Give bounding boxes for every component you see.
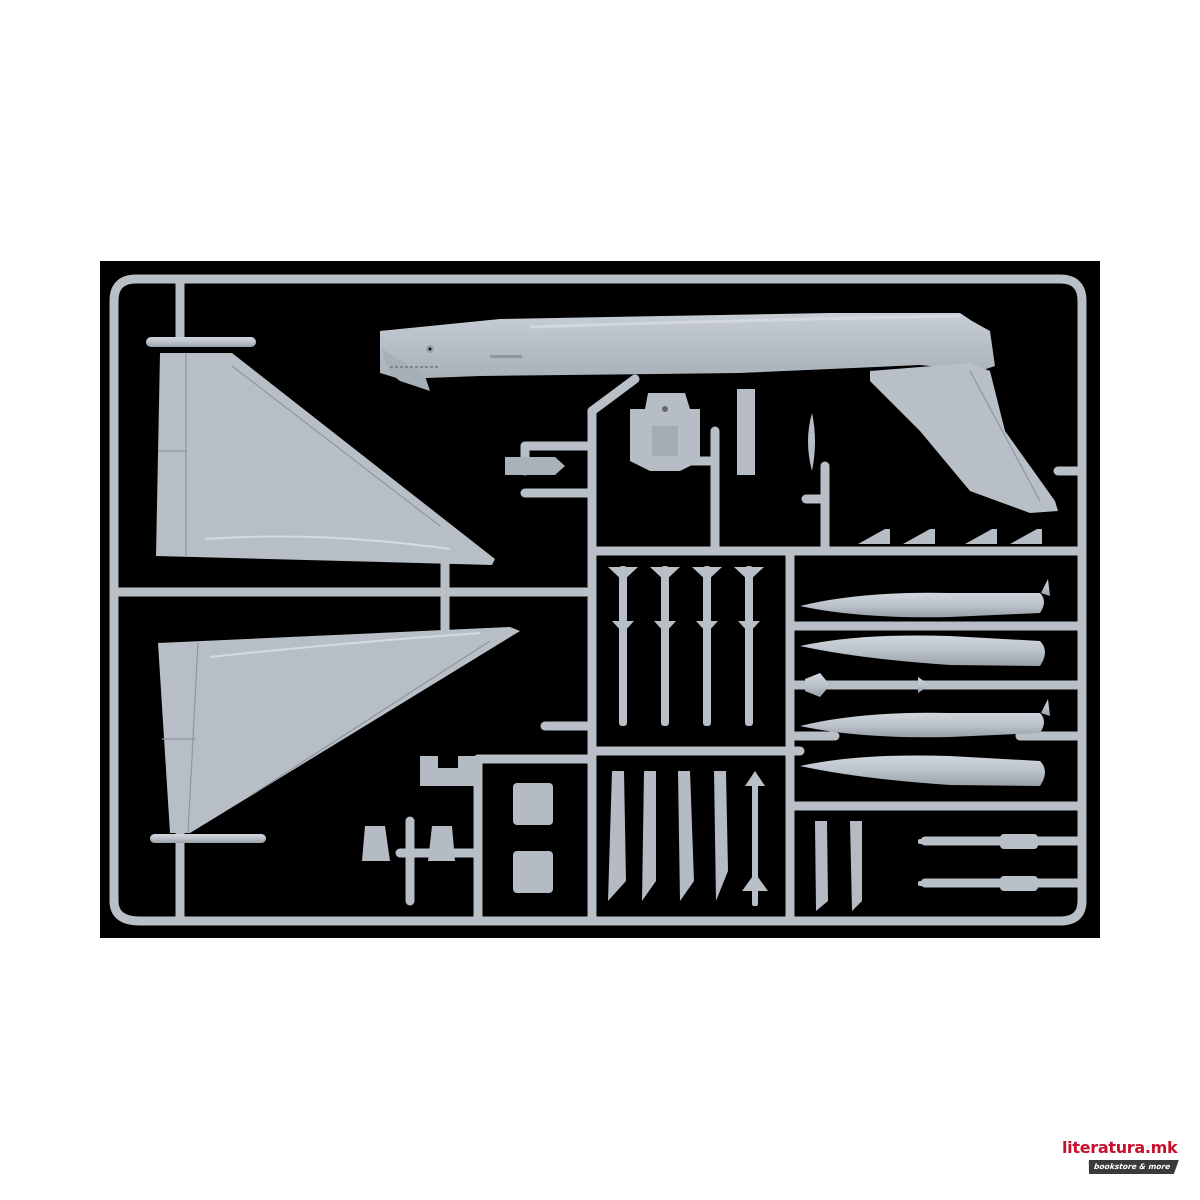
missile	[692, 566, 722, 726]
panel-part	[737, 389, 755, 475]
missile	[608, 566, 638, 726]
sprue-photo-panel	[100, 261, 1100, 938]
fuel-tank	[800, 592, 1044, 618]
disc-part	[808, 413, 815, 471]
missile	[734, 566, 764, 726]
missile	[650, 566, 680, 726]
vertical-stabilizer-lower	[150, 627, 520, 843]
fuel-tank	[800, 635, 1045, 666]
landing-gear-part	[505, 457, 565, 475]
fuel-tanks	[800, 579, 1050, 786]
missiles	[608, 566, 764, 726]
store-watermark-logo: literatura.mk bookstore & more	[1062, 1138, 1182, 1182]
wing-section	[870, 363, 1058, 513]
fuel-tank	[800, 712, 1044, 738]
bomb-fin	[805, 673, 830, 697]
brand-tagline: bookstore & more	[1087, 1160, 1179, 1174]
bombs	[742, 771, 1078, 906]
model-kit-sprue	[109, 274, 1087, 926]
fuselage-spine	[380, 313, 995, 391]
brand-name: literatura.mk	[1062, 1138, 1178, 1157]
vertical-stabilizer-upper	[146, 337, 495, 565]
ejection-seat	[630, 393, 700, 471]
small-fins	[858, 529, 1042, 544]
fuel-tank	[800, 755, 1045, 786]
pylons	[362, 756, 862, 911]
